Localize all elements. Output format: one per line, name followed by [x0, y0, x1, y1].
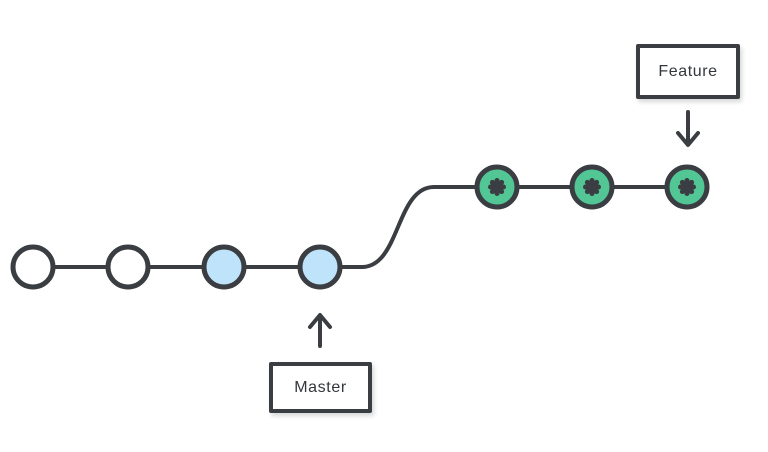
master-branch-label-text: Master — [294, 378, 347, 396]
down-arrow-icon — [676, 110, 700, 147]
commit-node-master — [201, 244, 247, 290]
feature-branch-label: Feature — [636, 44, 740, 99]
commit-nodes — [10, 164, 710, 290]
commit-node-empty — [105, 244, 151, 290]
commit-node-master — [297, 244, 343, 290]
master-branch-label: Master — [269, 362, 372, 413]
asterisk-icon — [678, 178, 696, 196]
asterisk-icon — [583, 178, 601, 196]
branch-rail-path — [31, 185, 689, 269]
up-arrow-icon — [308, 313, 332, 348]
commit-node-empty — [10, 244, 56, 290]
branch-rails — [31, 185, 689, 269]
feature-branch-label-text: Feature — [658, 62, 718, 80]
asterisk-icon — [488, 178, 506, 196]
